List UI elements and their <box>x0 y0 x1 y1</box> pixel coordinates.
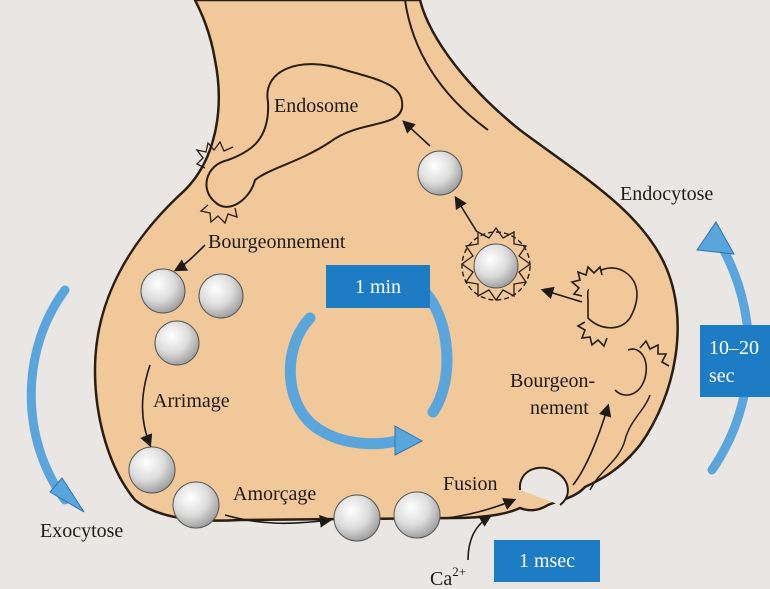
label-amorcage: Amorçage <box>233 483 316 505</box>
label-exocytose: Exocytose <box>40 520 123 542</box>
vesicle <box>418 151 462 195</box>
label-bourgeon-line2: nement <box>530 397 589 419</box>
vesicle <box>141 269 185 313</box>
label-endosome: Endosome <box>274 95 359 117</box>
label-bourgeonnement: Bourgeonnement <box>208 231 346 253</box>
timing-1msec-label: 1 msec <box>519 550 575 572</box>
timing-box-endocytosis: 10–20 sec <box>700 325 770 397</box>
timing-endocytosis-line1: 10–20 <box>709 337 759 359</box>
vesicle <box>394 492 440 538</box>
timing-1min-label: 1 min <box>355 276 401 298</box>
timing-box-1msec: 1 msec <box>494 540 600 582</box>
label-fusion: Fusion <box>443 473 497 495</box>
label-bourgeon-line1: Bourgeon- <box>510 370 595 392</box>
label-arrimage: Arrimage <box>153 390 230 412</box>
timing-endocytosis-line2: sec <box>709 365 735 387</box>
vesicle <box>129 447 175 493</box>
label-endocytose: Endocytose <box>620 183 713 205</box>
timing-box-1min: 1 min <box>326 265 430 308</box>
vesicle <box>155 321 199 365</box>
vesicle <box>199 274 243 318</box>
vesicle <box>334 495 380 541</box>
vesicle <box>173 482 219 528</box>
